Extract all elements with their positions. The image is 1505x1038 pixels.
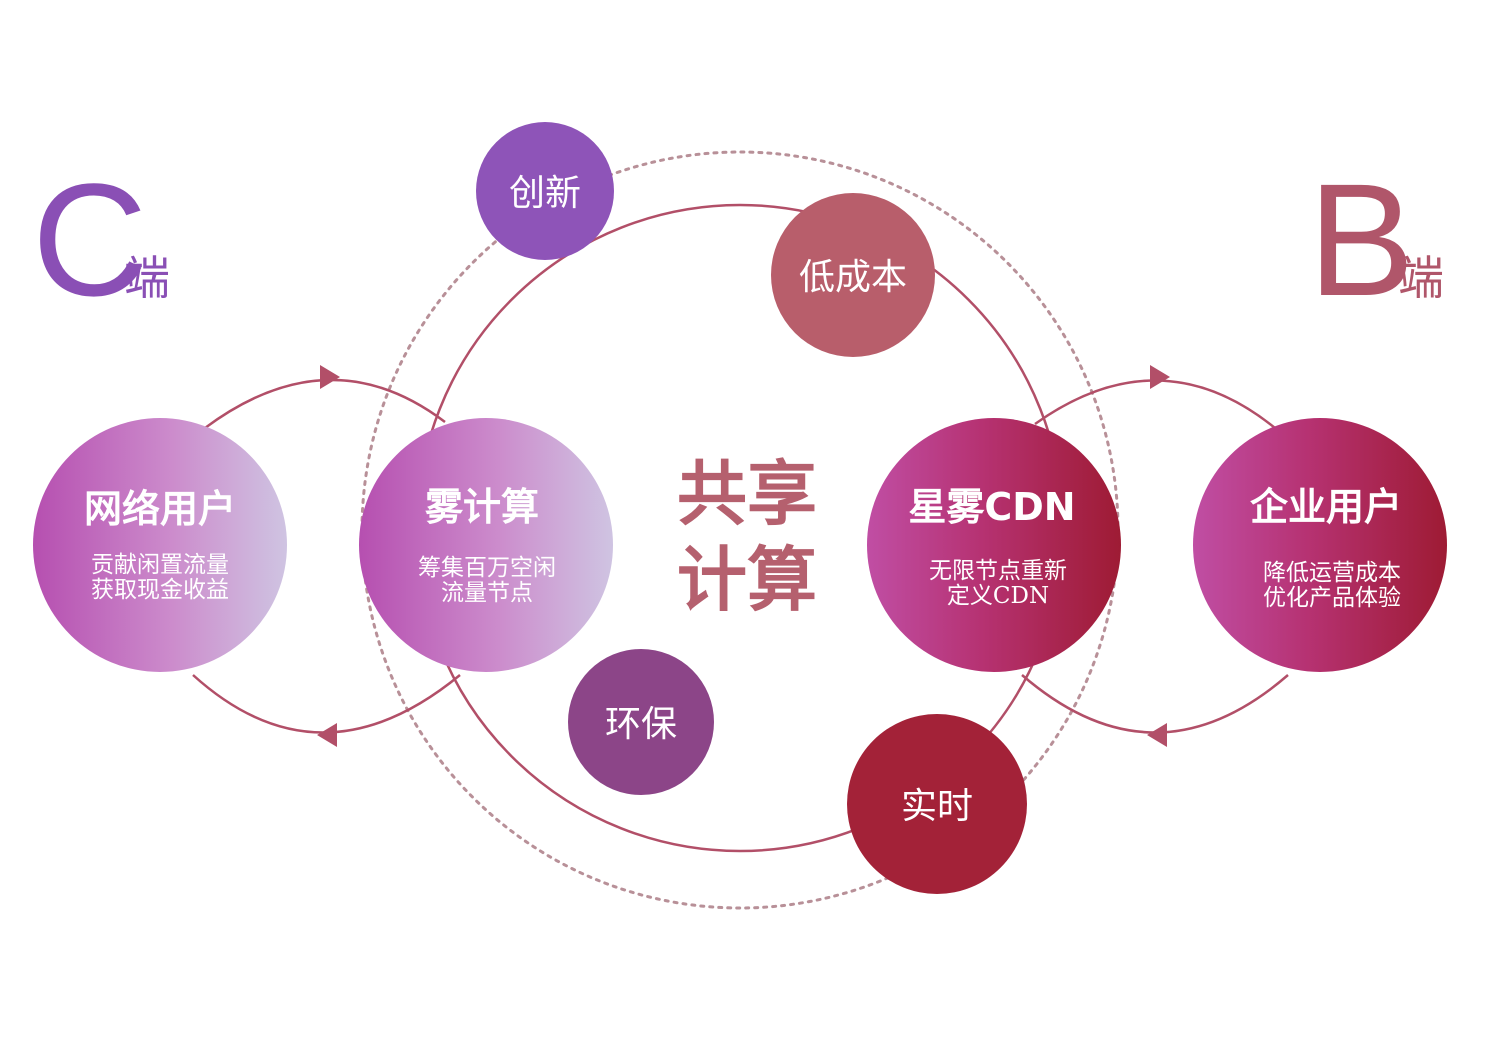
node-star-fog-cdn: 星雾CDN 无限节点重新 定义CDN bbox=[867, 418, 1121, 672]
b-side-letter: B bbox=[1308, 150, 1415, 329]
arrow-left-icon bbox=[317, 723, 337, 747]
node-fog-computing-line2: 流量节点 bbox=[441, 580, 533, 606]
feature-innovation-label: 创新 bbox=[509, 173, 581, 214]
node-fog-computing-title: 雾计算 bbox=[425, 485, 539, 529]
feature-realtime-label: 实时 bbox=[901, 786, 973, 827]
node-enterprise-users-title: 企业用户 bbox=[1250, 485, 1402, 529]
c-side-letter: C bbox=[32, 150, 148, 329]
node-enterprise-users-line2: 优化产品体验 bbox=[1263, 585, 1401, 611]
node-star-fog-cdn-line1: 无限节点重新 bbox=[929, 558, 1067, 584]
node-fog-computing-line1: 筹集百万空闲 bbox=[418, 555, 556, 581]
node-star-fog-cdn-title: 星雾CDN bbox=[908, 485, 1075, 529]
feature-low-cost-label: 低成本 bbox=[799, 257, 907, 298]
b-side-suffix: 端 bbox=[1398, 251, 1444, 305]
node-enterprise-users: 企业用户 降低运营成本 优化产品体验 bbox=[1193, 418, 1447, 672]
node-star-fog-cdn-line2: 定义CDN bbox=[947, 583, 1049, 609]
center-title-line2: 计算 bbox=[677, 539, 817, 621]
node-network-users: 网络用户 贡献闲置流量 获取现金收益 bbox=[33, 418, 287, 672]
arrow-right-icon bbox=[1150, 365, 1170, 389]
feature-eco-label: 环保 bbox=[605, 704, 677, 745]
node-network-users-line2: 获取现金收益 bbox=[91, 577, 229, 603]
center-title-line1: 共享 bbox=[677, 453, 817, 535]
node-network-users-line1: 贡献闲置流量 bbox=[91, 552, 229, 578]
feature-eco: 环保 bbox=[568, 649, 714, 795]
c-side-suffix: 端 bbox=[124, 251, 170, 305]
feature-innovation: 创新 bbox=[476, 122, 614, 260]
arrow-left-icon bbox=[1147, 723, 1167, 747]
arrow-right-icon bbox=[320, 365, 340, 389]
node-network-users-title: 网络用户 bbox=[84, 487, 236, 531]
node-fog-computing: 雾计算 筹集百万空闲 流量节点 bbox=[359, 418, 613, 672]
feature-realtime: 实时 bbox=[847, 714, 1027, 894]
node-enterprise-users-line1: 降低运营成本 bbox=[1263, 560, 1401, 586]
feature-low-cost: 低成本 bbox=[771, 193, 935, 357]
